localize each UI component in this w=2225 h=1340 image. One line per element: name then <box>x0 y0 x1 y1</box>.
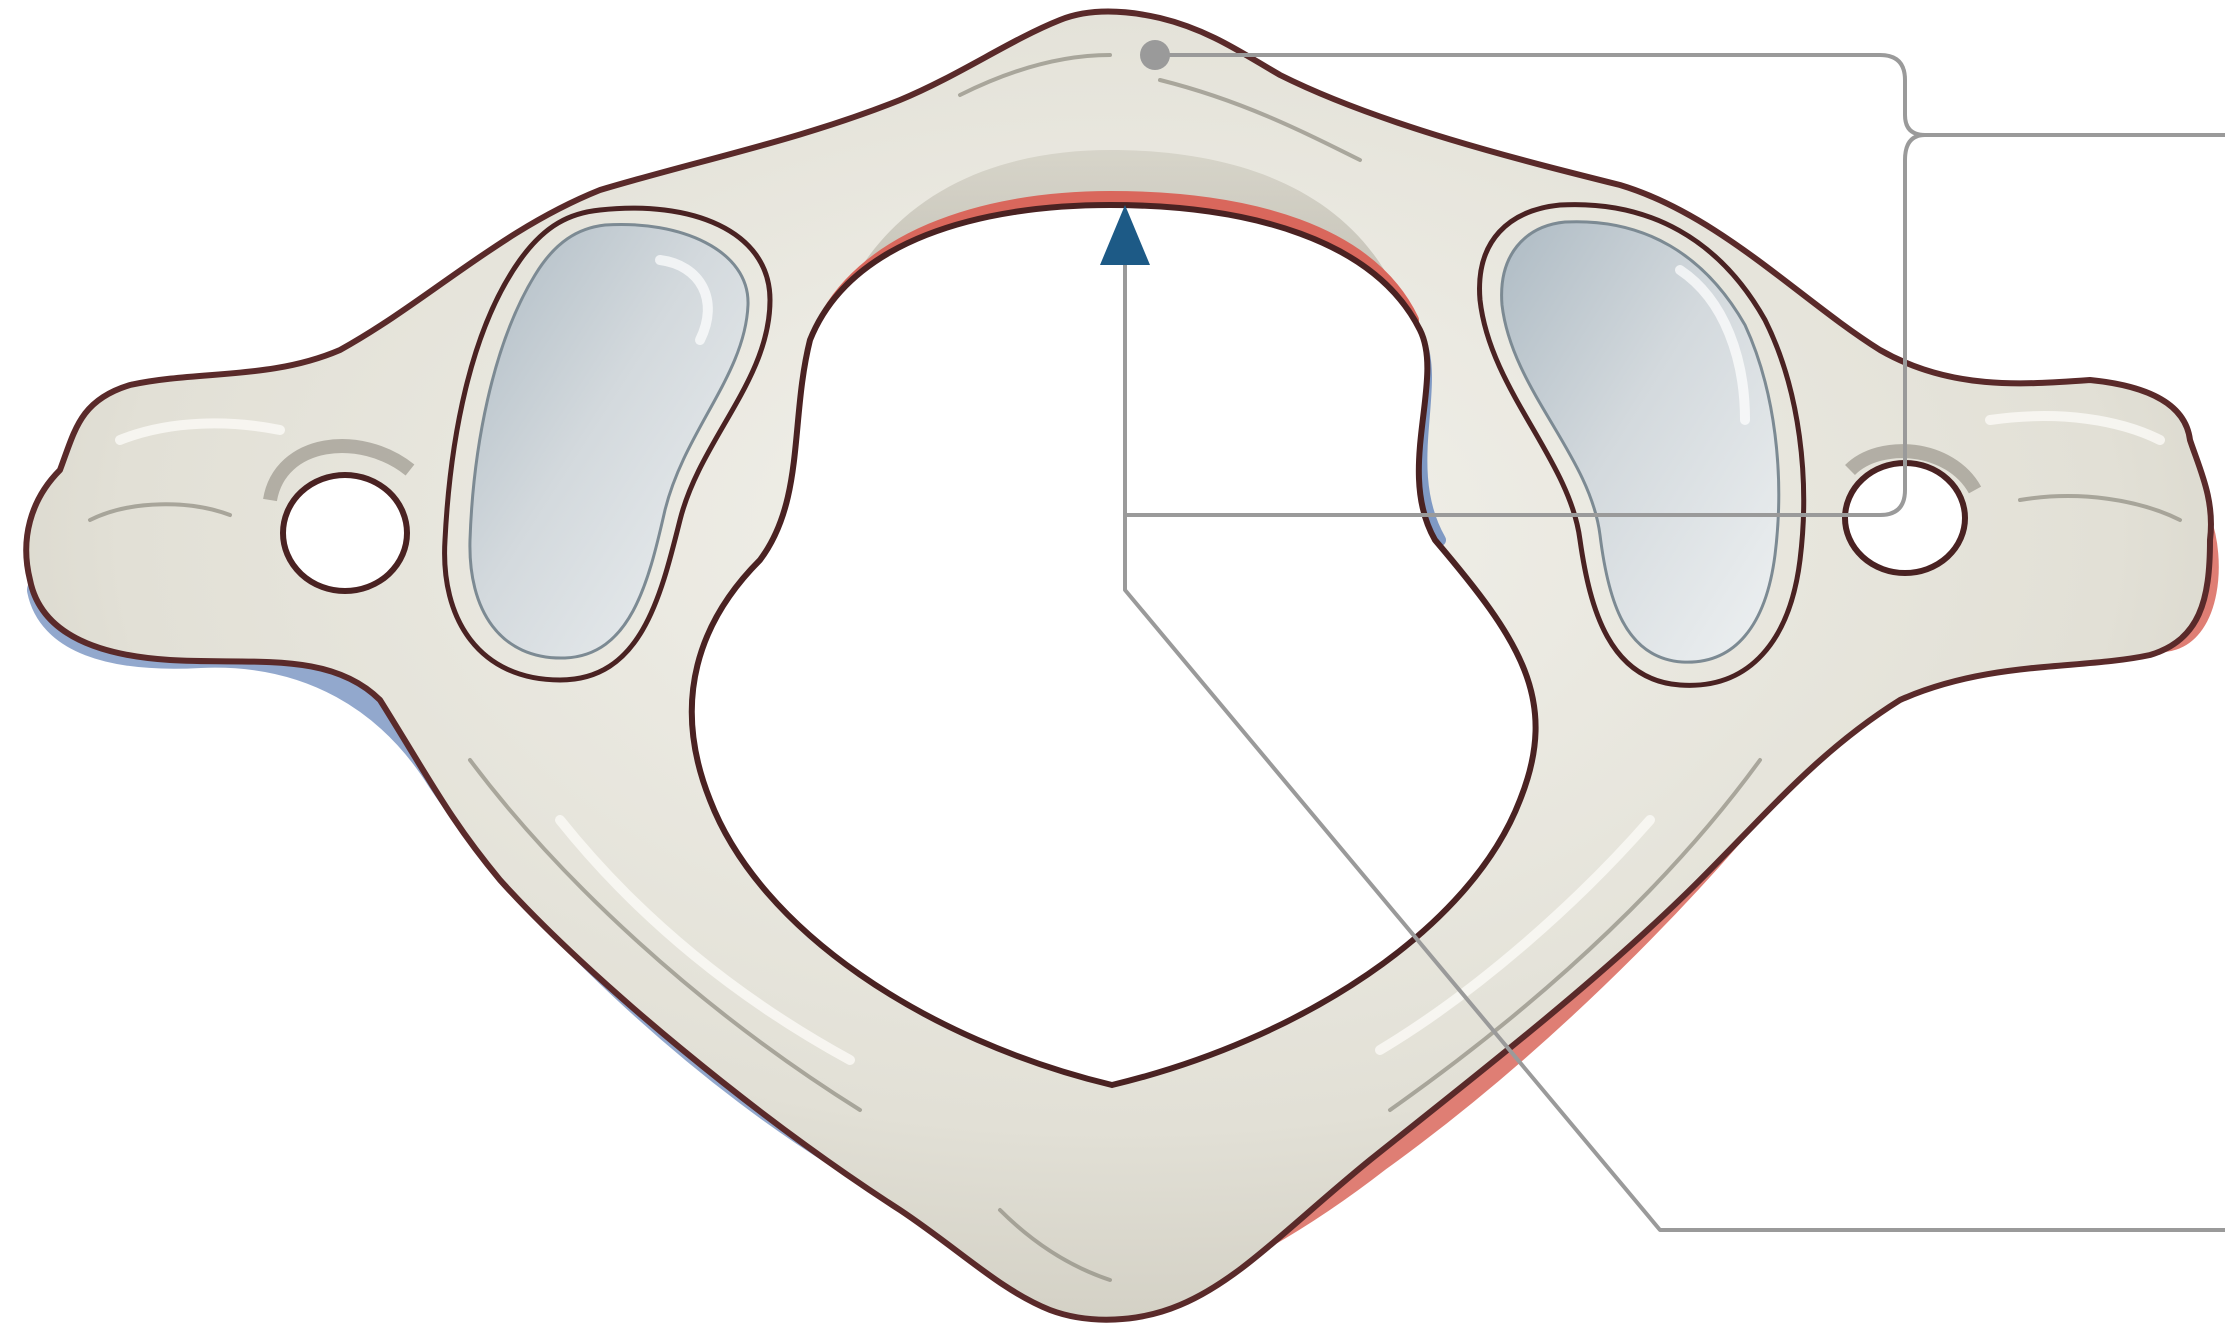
left-transverse-foramen <box>283 475 407 591</box>
circle-dot-icon <box>1140 40 1170 70</box>
